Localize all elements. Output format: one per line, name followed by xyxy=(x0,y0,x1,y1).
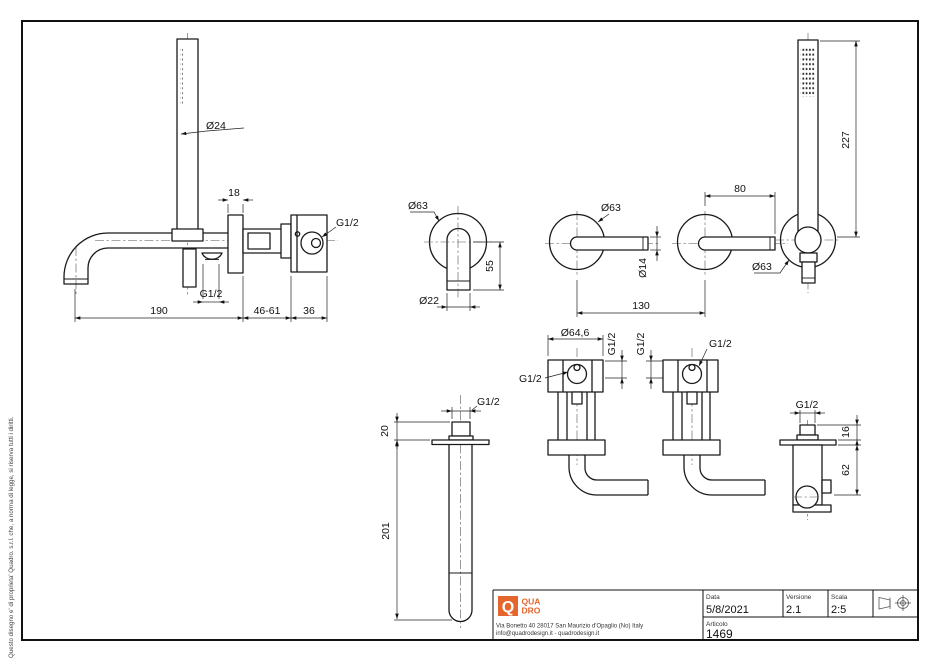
view-handshower-front: 227 xyxy=(775,33,860,293)
valve-a-elbow-outer xyxy=(568,455,648,496)
logo-q: Q xyxy=(502,599,514,616)
valve-b-front-port xyxy=(681,363,703,385)
valve-b-elbow-outer xyxy=(683,455,765,496)
dim-label-36: 36 xyxy=(303,305,315,317)
valve-a-elbow-inner xyxy=(584,455,648,481)
wall-plate xyxy=(227,214,244,274)
dim-label-inlet-g12: G1/2 xyxy=(336,217,359,229)
scala-value: 2:5 xyxy=(831,604,846,616)
address-line2: info@quadrodesign.it - quadrodesign.it xyxy=(496,631,599,637)
valve-a-front-port xyxy=(566,363,588,385)
dim-label-spout-g12: G1/2 xyxy=(477,396,500,408)
view-valve-b: G1/2 G1/2 xyxy=(635,332,766,496)
valve-a-flange xyxy=(547,439,606,456)
spray-dots-front xyxy=(800,48,816,97)
spout-path xyxy=(63,232,109,285)
scala-label: Scala xyxy=(831,594,848,601)
sheet-border xyxy=(21,20,919,641)
outlet-flange xyxy=(779,439,837,446)
holder-clamp xyxy=(794,226,822,254)
view-handles-front: Ø63 Ø14 80 130 Ø63 xyxy=(545,183,790,317)
dim-label-dia64-6: Ø64,6 xyxy=(561,327,590,339)
data-value: 5/8/2021 xyxy=(706,604,749,616)
quadro-logo-mark xyxy=(498,596,518,616)
ceiling-flange xyxy=(431,439,490,446)
dim-label-outlet-g12: G1/2 xyxy=(796,399,819,411)
spray-dots-side xyxy=(180,49,183,105)
spout-thread xyxy=(451,421,471,437)
dim-label-16: 16 xyxy=(840,426,852,438)
hose-outlet-dome xyxy=(201,252,223,260)
dim-label-18: 18 xyxy=(228,187,240,199)
dim-label-80: 80 xyxy=(734,183,746,195)
data-label: Data xyxy=(706,594,720,601)
projection-symbol-icon xyxy=(878,595,911,611)
handle1-lever xyxy=(569,236,649,251)
dim-label-201: 201 xyxy=(380,522,392,540)
view-wall-outlet: G1/2 16 62 xyxy=(779,399,861,520)
articolo-value: 1469 xyxy=(706,627,733,641)
dim-label-190: 190 xyxy=(150,305,168,317)
dim-label-hose-g12: G1/2 xyxy=(200,288,223,300)
view-valve-a: Ø64,6 G1/2 G1/2 xyxy=(519,327,649,496)
dim-label-55: 55 xyxy=(484,260,496,272)
dim-label-130: 130 xyxy=(632,300,650,312)
spout-stub xyxy=(446,227,471,291)
dim-label-valve-a-side-g12: G1/2 xyxy=(606,332,618,355)
view-escutcheon-front: Ø63 55 Ø22 xyxy=(408,200,504,311)
logo-line2: DRO xyxy=(522,606,541,616)
dim-label-dia14: Ø14 xyxy=(637,258,649,278)
dim-label-46-61: 46-61 xyxy=(254,305,281,317)
dim-label-holder-dia63: Ø63 xyxy=(752,261,772,273)
address-line1: Via Bonetto 40 28017 San Maurizio d'Opag… xyxy=(496,624,643,630)
outlet-thread xyxy=(799,424,816,436)
dim-label-valve-a-front-g12: G1/2 xyxy=(519,373,542,385)
dim-label-227: 227 xyxy=(840,131,852,149)
inlet-port xyxy=(300,231,324,255)
dim-label-dia22: Ø22 xyxy=(419,295,439,307)
versione-label: Versione xyxy=(786,594,812,601)
title-block: Q QUA DRO Via Bonetto 40 28017 San Mauri… xyxy=(492,589,918,641)
logo-line1: QUA xyxy=(522,597,541,607)
mixer-lever xyxy=(182,248,197,288)
dim-label-dia24: Ø24 xyxy=(206,120,226,132)
valve-b-elbow-inner xyxy=(699,455,765,481)
articolo-label: Articolo xyxy=(706,621,728,628)
dim-label-62: 62 xyxy=(840,464,852,476)
dim-label-valve-b-front-g12: G1/2 xyxy=(709,338,732,350)
view-wall-mixer-side: 18 Ø24 G1/2 G1/2 190 46-61 36 xyxy=(63,33,359,322)
dim-label-valve-b-side-g12: G1/2 xyxy=(635,332,647,355)
valve-b-flange xyxy=(662,439,721,456)
handle2-lever xyxy=(697,236,776,251)
dim-label-esc-dia63: Ø63 xyxy=(408,200,428,212)
dim-label-handle-dia63: Ø63 xyxy=(601,202,621,214)
handshower-wand-side xyxy=(176,38,199,234)
copyright-note: Questo disegno e' di proprieta' Quadro. … xyxy=(8,416,15,658)
dim-label-20: 20 xyxy=(379,425,391,437)
versione-value: 2.1 xyxy=(786,604,801,616)
spout-tube xyxy=(448,444,473,623)
wand-handle xyxy=(801,261,816,284)
wand-holder-collar xyxy=(171,228,204,242)
view-ceiling-spout: G1/2 20 201 xyxy=(379,395,500,628)
